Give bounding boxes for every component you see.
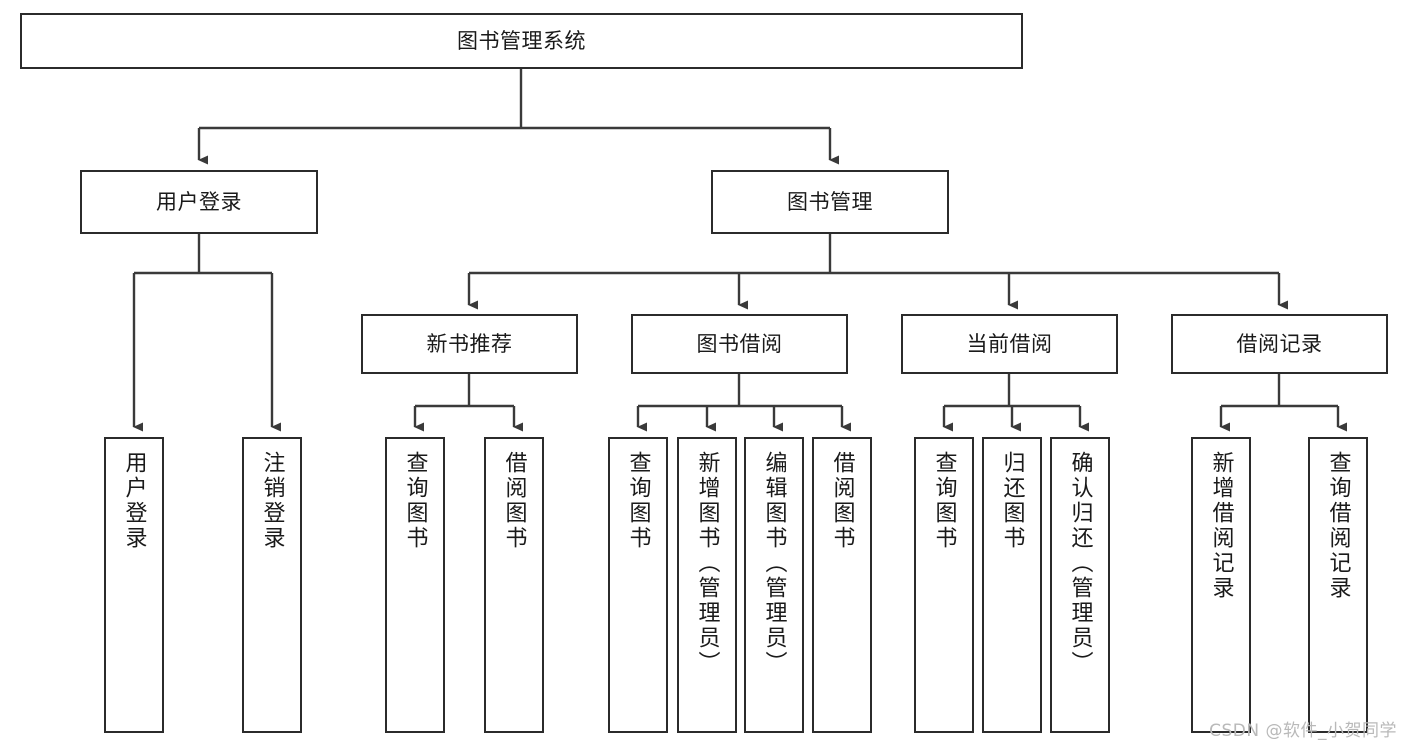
leaf-new-book-query-book[interactable]: 查询图书 (385, 437, 445, 733)
node-label: 用户登录 (156, 189, 242, 214)
node-label: 借阅记录 (1236, 331, 1323, 356)
node-label: 编辑图书（管理员） (761, 451, 787, 676)
node-current-borrow[interactable]: 当前借阅 (901, 314, 1118, 374)
leaf-book-borrow-add-book-admin[interactable]: 新增图书（管理员） (677, 437, 737, 733)
node-label: 当前借阅 (966, 331, 1053, 356)
node-label: 确认归还（管理员） (1067, 451, 1093, 676)
leaf-current-borrow-return-book[interactable]: 归还图书 (982, 437, 1042, 733)
node-label: 借阅图书 (501, 451, 527, 551)
node-label: 借阅图书 (829, 451, 855, 551)
node-new-book-recommend[interactable]: 新书推荐 (361, 314, 578, 374)
node-label: 新增图书（管理员） (694, 451, 720, 676)
node-borrow-record[interactable]: 借阅记录 (1171, 314, 1388, 374)
leaf-user-login-logout[interactable]: 注销登录 (242, 437, 302, 733)
watermark-credit: CSDN @软件_小贺同学 (1209, 721, 1397, 741)
node-label: 查询图书 (931, 451, 957, 551)
node-book-borrow[interactable]: 图书借阅 (631, 314, 848, 374)
leaf-borrow-record-add-record[interactable]: 新增借阅记录 (1191, 437, 1251, 733)
node-book-management[interactable]: 图书管理 (711, 170, 949, 234)
node-label: 新增借阅记录 (1208, 451, 1234, 601)
leaf-book-borrow-query-book[interactable]: 查询图书 (608, 437, 668, 733)
node-label: 图书管理 (787, 189, 873, 214)
node-label: 归还图书 (999, 451, 1025, 551)
leaf-new-book-borrow-book[interactable]: 借阅图书 (484, 437, 544, 733)
node-root-system[interactable]: 图书管理系统 (20, 13, 1023, 69)
node-label: 注销登录 (259, 451, 285, 551)
node-label: 查询借阅记录 (1325, 451, 1351, 601)
node-label: 图书借阅 (696, 331, 783, 356)
node-label: 新书推荐 (426, 331, 513, 356)
leaf-current-borrow-query-book[interactable]: 查询图书 (914, 437, 974, 733)
node-label: 查询图书 (625, 451, 651, 551)
leaf-user-login-login[interactable]: 用户登录 (104, 437, 164, 733)
leaf-book-borrow-borrow-book[interactable]: 借阅图书 (812, 437, 872, 733)
leaf-borrow-record-query-record[interactable]: 查询借阅记录 (1308, 437, 1368, 733)
node-label: 图书管理系统 (457, 28, 586, 53)
leaf-current-borrow-confirm-return-admin[interactable]: 确认归还（管理员） (1050, 437, 1110, 733)
node-user-login[interactable]: 用户登录 (80, 170, 318, 234)
leaf-book-borrow-edit-book-admin[interactable]: 编辑图书（管理员） (744, 437, 804, 733)
node-label: 查询图书 (402, 451, 428, 551)
node-label: 用户登录 (121, 451, 147, 551)
